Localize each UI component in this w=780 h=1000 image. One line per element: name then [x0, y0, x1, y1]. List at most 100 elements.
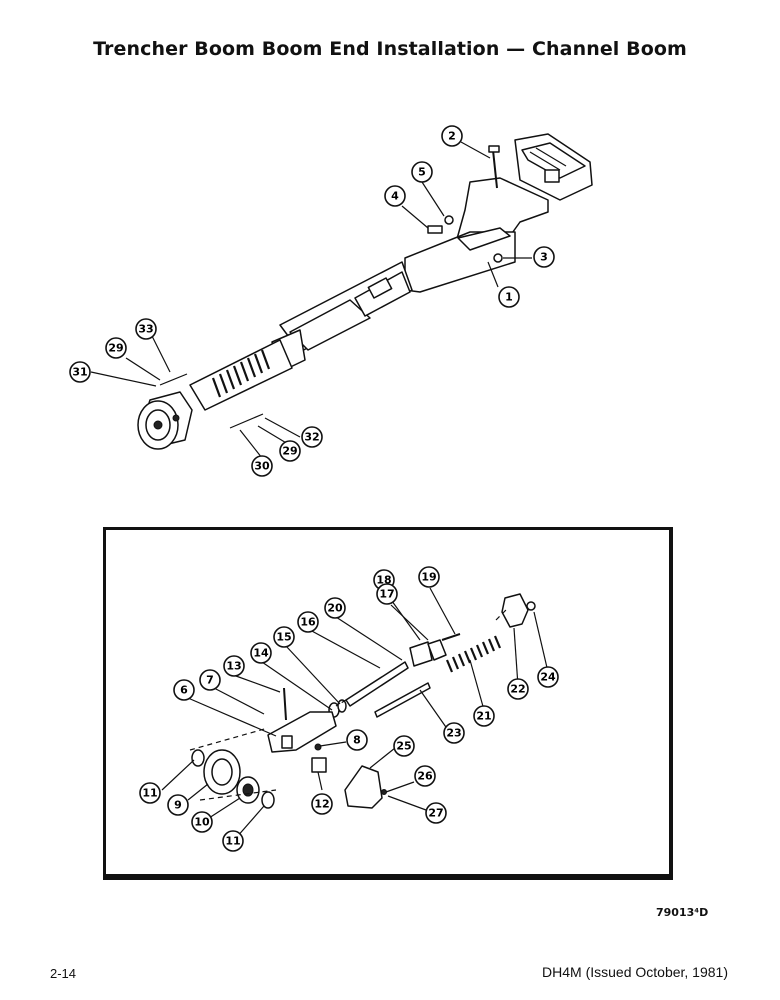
nut-part-24: [526, 601, 536, 611]
callout-label: 29: [108, 342, 123, 355]
callout-label: 2: [448, 130, 456, 143]
callout-label: 25: [396, 740, 411, 753]
callout-inset-14: 14: [250, 642, 272, 664]
callout-inset-10: 10: [191, 811, 213, 833]
pin-upper: [159, 373, 188, 386]
callout-label: 11: [225, 835, 240, 848]
callout-label: 4: [391, 190, 399, 203]
idler-wheel-upper: [137, 391, 193, 450]
boom-assembly-drawing: [90, 133, 593, 459]
callout-inset-12: 12: [311, 793, 333, 815]
bolt-part-13: [283, 687, 287, 721]
callout-inset-13: 13: [223, 655, 245, 677]
callout-label: 9: [174, 799, 182, 812]
callout-label: 12: [314, 798, 329, 811]
callout-label: 31: [72, 366, 87, 379]
wheel-part-9: [203, 749, 241, 795]
callout-upper-29a: 29: [105, 337, 127, 359]
washer-part-11b: [261, 791, 275, 809]
callout-label: 22: [510, 683, 525, 696]
callout-inset-25: 25: [393, 735, 415, 757]
callout-label: 20: [327, 602, 343, 615]
callout-upper-31: 31: [69, 361, 91, 383]
callout-inset-7: 7: [199, 669, 221, 691]
callout-label: 13: [226, 660, 241, 673]
callout-upper-5: 5: [411, 161, 433, 183]
callout-upper-4: 4: [384, 185, 406, 207]
page-title: Trencher Boom Boom End Installation — Ch…: [93, 38, 687, 60]
callout-label: 30: [254, 460, 270, 473]
document-reference: DH4M (Issued October, 1981): [542, 964, 728, 980]
pin-lower: [229, 413, 264, 429]
spring-part-21: [445, 635, 502, 673]
callout-upper-3: 3: [533, 246, 555, 268]
callout-label: 26: [417, 770, 433, 783]
rod-part-16: [345, 661, 409, 707]
callout-inset-26: 26: [414, 765, 436, 787]
setscrew-part-8: [314, 743, 322, 751]
page-number: 2-14: [50, 966, 77, 981]
callout-upper-30: 30: [251, 455, 273, 477]
block-part-17: [409, 641, 433, 667]
callout-label: 5: [418, 166, 426, 179]
inset-parts-drawing: [161, 587, 549, 839]
callout-inset-11a: 11: [139, 782, 161, 804]
bolt-part-2: [488, 145, 500, 189]
callout-label: 1: [505, 291, 513, 304]
callout-inset-11b: 11: [222, 830, 244, 852]
rod-part-23: [374, 682, 431, 718]
callout-inset-22: 22: [507, 678, 529, 700]
screw-part-26: [381, 789, 387, 795]
washer-part-15: [337, 699, 347, 713]
callout-inset-24: 24: [537, 666, 559, 688]
washer-part-11a: [191, 749, 205, 767]
bearing-part-10: [236, 776, 260, 804]
callout-inset-17: 17: [376, 583, 398, 605]
callout-label: 27: [428, 807, 443, 820]
callout-label: 19: [421, 571, 436, 584]
callout-label: 33: [138, 323, 153, 336]
callout-label: 6: [180, 684, 188, 697]
callout-label: 11: [142, 787, 157, 800]
callout-upper-1: 1: [498, 286, 520, 308]
callout-label: 10: [194, 816, 210, 829]
bolt-part-19: [441, 633, 461, 641]
callout-label: 7: [206, 674, 214, 687]
callout-inset-15: 15: [273, 626, 295, 648]
yoke-part-6: [267, 711, 337, 753]
callout-upper-32: 32: [301, 426, 323, 448]
callout-label: 14: [253, 647, 269, 660]
callout-label: 17: [379, 588, 394, 601]
callout-label: 16: [300, 616, 316, 629]
callout-upper-2: 2: [441, 125, 463, 147]
callout-inset-16: 16: [297, 611, 319, 633]
callout-label: 32: [304, 431, 319, 444]
callout-inset-19: 19: [418, 566, 440, 588]
figure-number: 79013⁴D: [656, 906, 709, 919]
callout-inset-20: 20: [324, 597, 346, 619]
inner-boom-section: [189, 261, 413, 411]
callout-label: 29: [282, 445, 297, 458]
washer-part-5: [444, 215, 454, 225]
callout-inset-8: 8: [346, 729, 368, 751]
inset-detail-frame: [103, 527, 673, 880]
block-part-12: [311, 757, 327, 773]
tension-spring-upper: [211, 349, 271, 398]
callout-label: 21: [476, 710, 491, 723]
callout-inset-9: 9: [167, 794, 189, 816]
callout-label: 24: [540, 671, 556, 684]
boom-channel-part-1: [404, 177, 549, 293]
callout-inset-23: 23: [443, 722, 465, 744]
callout-inset-27: 27: [425, 802, 447, 824]
callout-upper-29b: 29: [279, 440, 301, 462]
callout-label: 23: [446, 727, 461, 740]
callout-label: 8: [353, 734, 361, 747]
bracket-part-18: [427, 639, 447, 661]
callout-inset-6: 6: [173, 679, 195, 701]
callout-label: 15: [276, 631, 291, 644]
callout-label: 3: [540, 251, 548, 264]
callout-inset-21: 21: [473, 705, 495, 727]
yoke-slot: [281, 735, 293, 749]
callout-upper-33: 33: [135, 318, 157, 340]
boom-coupling: [514, 133, 593, 201]
